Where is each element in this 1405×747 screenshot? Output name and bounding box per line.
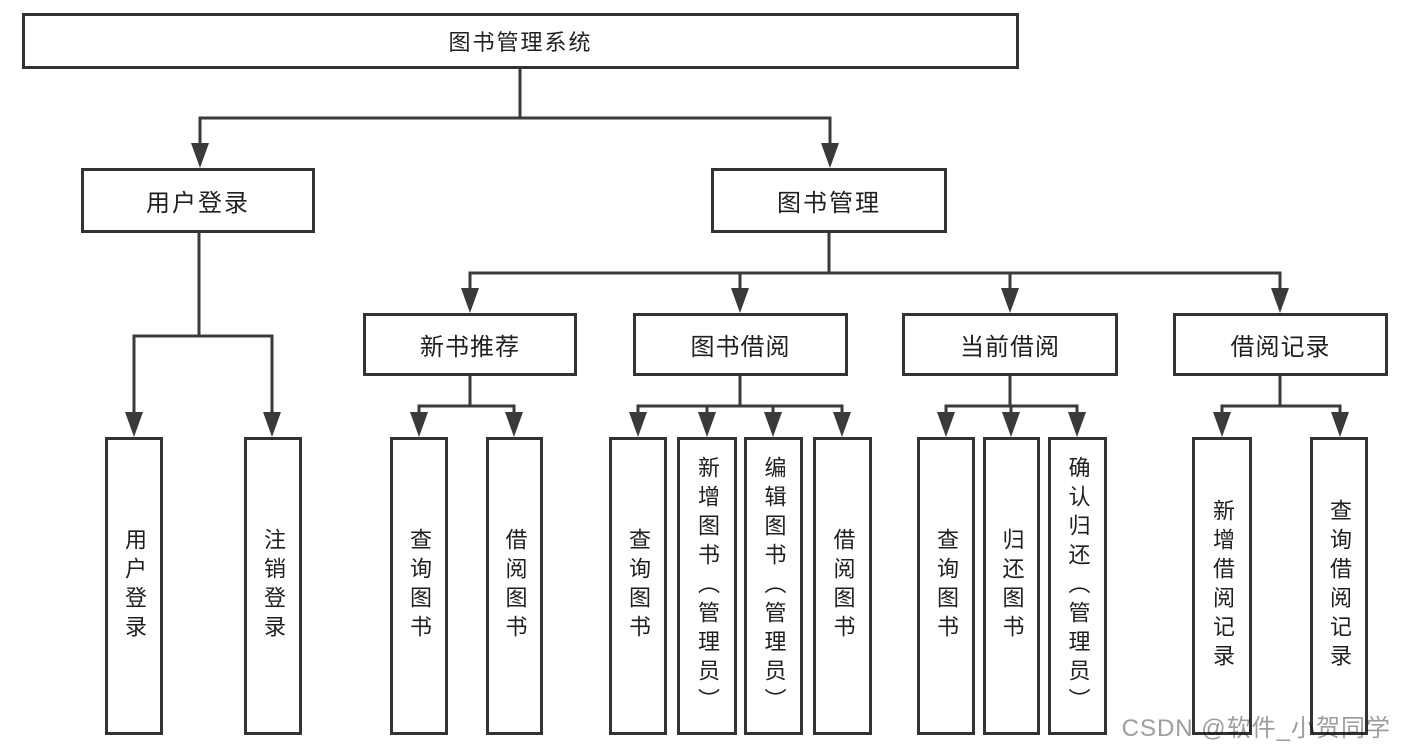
- node-current-borrowing: 当前借阅: [902, 313, 1118, 376]
- node-label: 当前借阅: [960, 334, 1060, 361]
- node-label: 查询图书: [407, 528, 432, 644]
- leaf-edit-book-admin: 编辑图书（管理员）: [744, 437, 803, 735]
- leaf-add-borrow-record: 新增借阅记录: [1192, 437, 1252, 735]
- node-label: 归还图书: [999, 528, 1025, 644]
- leaf-logout: 注销登录: [244, 437, 302, 735]
- node-label: 用户登录: [122, 528, 147, 644]
- arrow-icon: [629, 412, 647, 437]
- csdn-watermark: CSDN @软件_小贺同学: [1121, 715, 1391, 742]
- leaf-user-login: 用户登录: [105, 437, 163, 735]
- arrow-icon: [191, 143, 209, 168]
- node-label: 图书管理: [777, 190, 881, 217]
- leaf-borrow-books-recommend: 借阅图书: [486, 437, 543, 735]
- node-label: 查询借阅记录: [1327, 499, 1352, 673]
- node-label: 新增借阅记录: [1210, 499, 1235, 673]
- node-label: 查询图书: [626, 528, 651, 644]
- leaf-query-books-current: 查询图书: [917, 437, 975, 735]
- node-label: 查询图书: [934, 528, 959, 644]
- node-label: 借阅图书: [830, 528, 856, 644]
- leaf-query-books-borrow: 查询图书: [609, 437, 667, 735]
- arrow-icon: [1213, 412, 1231, 437]
- arrow-icon: [1001, 288, 1019, 313]
- arrow-icon: [1002, 412, 1020, 437]
- arrow-icon: [1271, 288, 1289, 313]
- node-label: 借阅图书: [502, 528, 528, 644]
- leaf-return-book: 归还图书: [983, 437, 1040, 735]
- connector-bookmgmt-rail: [468, 271, 1282, 290]
- node-label: 图书借阅: [690, 334, 791, 361]
- node-label: 编辑图书（管理员）: [761, 455, 787, 717]
- node-book-borrowing: 图书借阅: [633, 313, 848, 376]
- node-library-system: 图书管理系统: [22, 13, 1019, 69]
- arrow-icon: [1331, 412, 1349, 437]
- connector-newbook-rail: [417, 404, 516, 414]
- arrow-icon: [764, 412, 782, 437]
- node-label: 图书管理系统: [448, 30, 593, 55]
- node-borrowing-records: 借阅记录: [1173, 313, 1388, 376]
- node-label: 确认归还（管理员）: [1065, 455, 1091, 717]
- arrow-icon: [821, 143, 839, 168]
- arrow-icon: [698, 412, 716, 437]
- node-label: 借阅记录: [1230, 334, 1331, 361]
- node-label: 新增图书（管理员）: [695, 455, 720, 717]
- arrow-icon: [410, 412, 428, 437]
- node-label: 用户登录: [146, 190, 250, 217]
- leaf-borrow-books: 借阅图书: [813, 437, 872, 735]
- connector-root-rail: [198, 116, 832, 150]
- node-label: 新书推荐: [420, 334, 520, 361]
- arrow-icon: [505, 412, 523, 437]
- arrow-icon: [263, 412, 281, 437]
- arrow-icon: [1068, 412, 1086, 437]
- arrow-icon: [461, 288, 479, 313]
- arrow-icon: [731, 288, 749, 313]
- node-user-login-branch: 用户登录: [81, 168, 315, 233]
- leaf-add-book-admin: 新增图书（管理员）: [677, 437, 737, 735]
- node-book-management: 图书管理: [711, 168, 947, 233]
- arrow-icon: [937, 412, 955, 437]
- connector-records-rail: [1220, 404, 1342, 414]
- leaf-query-borrow-record: 查询借阅记录: [1310, 437, 1368, 735]
- leaf-confirm-return-admin: 确认归还（管理员）: [1048, 437, 1107, 735]
- node-label: 注销登录: [261, 528, 286, 644]
- arrow-icon: [125, 412, 143, 437]
- connector-borrow-rail: [636, 404, 844, 414]
- connector-userlogin-rail: [132, 334, 274, 415]
- node-new-book-recommend: 新书推荐: [363, 313, 577, 376]
- arrowheads: [125, 143, 1349, 437]
- arrow-icon: [833, 412, 851, 437]
- leaf-query-books-recommend: 查询图书: [390, 437, 448, 735]
